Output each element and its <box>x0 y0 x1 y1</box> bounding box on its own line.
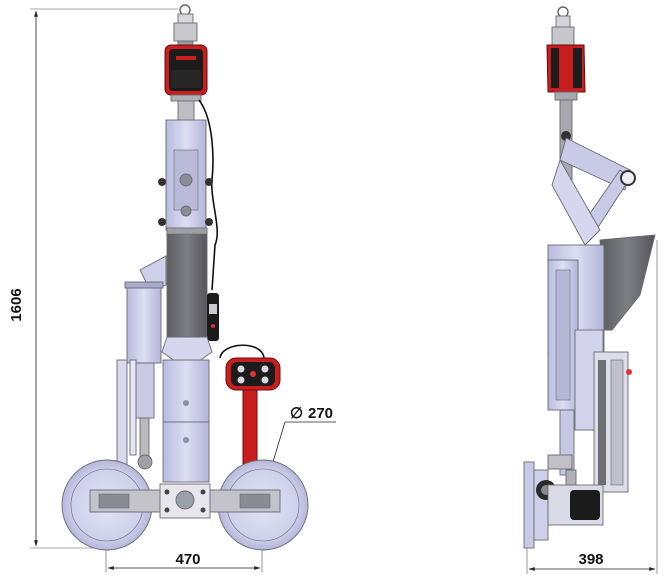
control-handle <box>219 344 281 484</box>
side-wedge <box>599 234 656 331</box>
support-tube-left <box>116 359 128 479</box>
side-drive-housing <box>546 44 586 101</box>
side-view <box>523 6 656 549</box>
axle-bar <box>89 483 281 519</box>
upper-frame <box>158 119 213 231</box>
svg-text:1606: 1606 <box>8 288 25 321</box>
sensor-module <box>207 293 219 341</box>
telescopic-panel <box>166 227 208 339</box>
side-electronics-box <box>593 351 632 493</box>
side-width-label: 398 <box>578 551 603 568</box>
support-tube-inner <box>129 359 137 456</box>
side-wheel-assembly <box>523 454 604 549</box>
wheel-diameter-label: 270 <box>308 405 333 422</box>
height-dimension-label: 1606 <box>8 288 25 321</box>
linkage-arm <box>551 137 636 246</box>
lifting-eye <box>173 4 198 48</box>
lower-body <box>162 359 210 483</box>
drive-housing <box>164 44 208 102</box>
front-width-label: 470 <box>175 551 200 568</box>
side-lifting-eye <box>551 6 575 46</box>
gas-cylinder <box>124 281 164 470</box>
diameter-symbol: ∅ <box>290 405 303 422</box>
panel-cap <box>166 227 208 235</box>
front-view <box>61 4 309 551</box>
